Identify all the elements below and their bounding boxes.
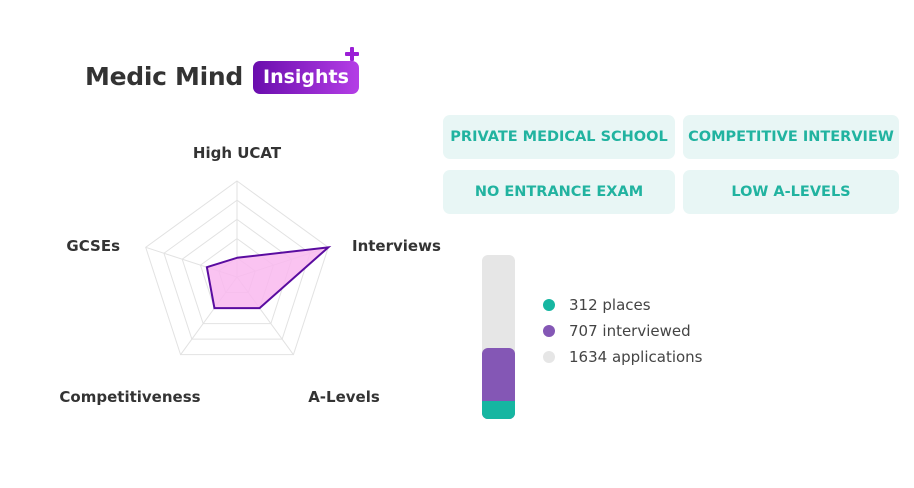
legend-dot-places: [543, 299, 555, 311]
plus-icon: [345, 47, 359, 61]
radar-axis-label-competitiveness: Competitiveness: [59, 388, 200, 406]
brand-name: Medic Mind: [85, 62, 243, 91]
radar-data-shape: [205, 245, 332, 310]
bar-segment-places: [482, 400, 515, 419]
radar-axis-label-gcses: GCSEs: [66, 237, 120, 255]
radar-axis-label-a-levels: A-Levels: [308, 388, 380, 406]
legend-label-places: 312 places: [569, 296, 651, 314]
legend-item-places: 312 places: [543, 294, 703, 320]
legend-label-applications: 1634 applications: [569, 348, 703, 366]
applications-bar: [482, 255, 515, 419]
legend-item-applications: 1634 applications: [543, 346, 703, 372]
radar-chart: High UCAT Interviews A-Levels Competitiv…: [59, 144, 441, 406]
tag-private-medical-school: PRIVATE MEDICAL SCHOOL: [443, 115, 675, 159]
legend-dot-interviewed: [543, 325, 555, 337]
insights-badge: Insights: [253, 61, 359, 94]
tag-no-entrance-exam: NO ENTRANCE EXAM: [443, 170, 675, 214]
legend-label-interviewed: 707 interviewed: [569, 322, 691, 340]
radar-grid-ring: [145, 180, 329, 356]
bar-legend: 312 places 707 interviewed 1634 applicat…: [543, 294, 703, 372]
tag-low-a-levels: LOW A-LEVELS: [683, 170, 899, 214]
tag-competitive-interview: COMPETITIVE INTERVIEW: [683, 115, 899, 159]
legend-item-interviewed: 707 interviewed: [543, 320, 703, 346]
radar-axis-label-high-ucat: High UCAT: [193, 144, 282, 162]
radar-grid-ring: [163, 199, 311, 340]
radar-axis-label-interviews: Interviews: [352, 237, 441, 255]
legend-dot-applications: [543, 351, 555, 363]
